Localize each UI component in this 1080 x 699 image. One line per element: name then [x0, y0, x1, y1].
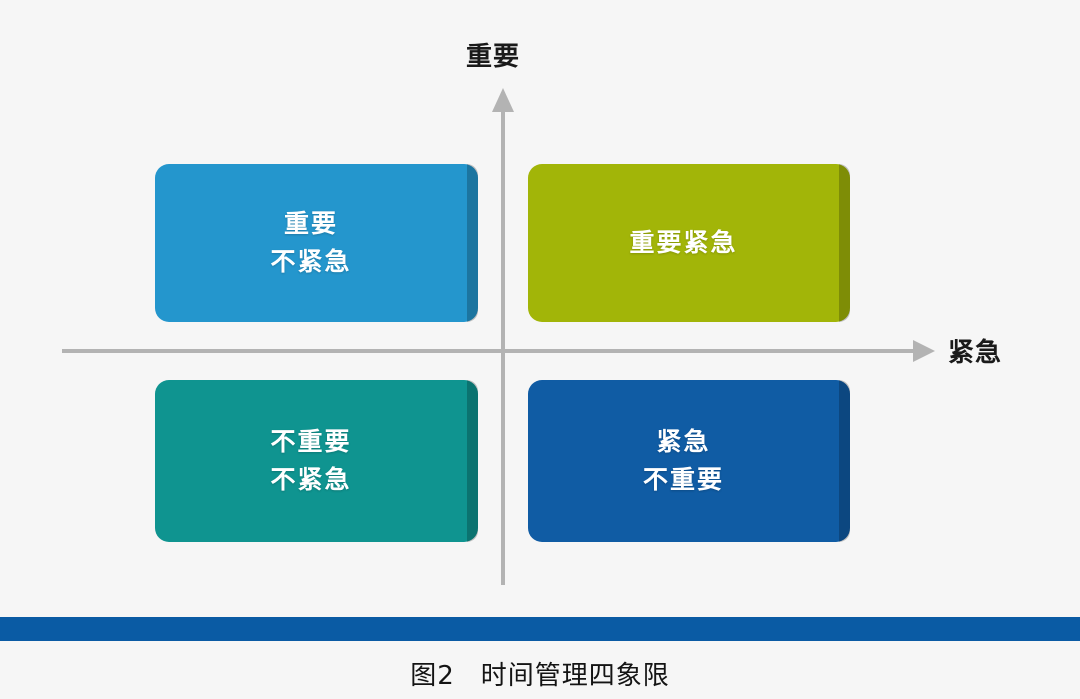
quadrant-important-not-urgent[interactable]: 重要 不紧急 [155, 164, 478, 322]
quadrant-label-line-2: 不重要 [642, 466, 724, 494]
box-side-shadow [467, 380, 478, 542]
arrow-right-icon [913, 340, 935, 362]
arrow-up-icon [492, 88, 514, 112]
figure-caption-number: 图2 [410, 661, 455, 691]
quadrant-important-urgent[interactable]: 重要紧急 [528, 164, 850, 322]
vertical-axis-line [501, 110, 505, 585]
box-side-shadow [839, 380, 850, 542]
figure-caption: 图2 时间管理四象限 [0, 655, 1080, 692]
figure-caption-title: 时间管理四象限 [480, 661, 670, 691]
y-axis-label: 重要 [466, 41, 521, 71]
quadrant-label-line-1: 重要紧急 [629, 229, 738, 257]
quadrant-label-line-2: 不紧急 [270, 466, 352, 494]
quadrant-not-important-not-urgent[interactable]: 不重要 不紧急 [155, 380, 478, 542]
quadrant-label-line-2: 不紧急 [270, 248, 352, 276]
section-divider-bar [0, 617, 1080, 641]
quadrant-label-line-1: 不重要 [270, 428, 352, 456]
horizontal-axis-line [62, 349, 917, 353]
quadrant-label-line-1: 重要 [283, 210, 338, 238]
box-side-shadow [839, 164, 850, 322]
quadrant-urgent-not-important[interactable]: 紧急 不重要 [528, 380, 850, 542]
x-axis-label: 紧急 [948, 337, 1003, 367]
box-side-shadow [467, 164, 478, 322]
quadrant-label-line-1: 紧急 [656, 428, 711, 456]
